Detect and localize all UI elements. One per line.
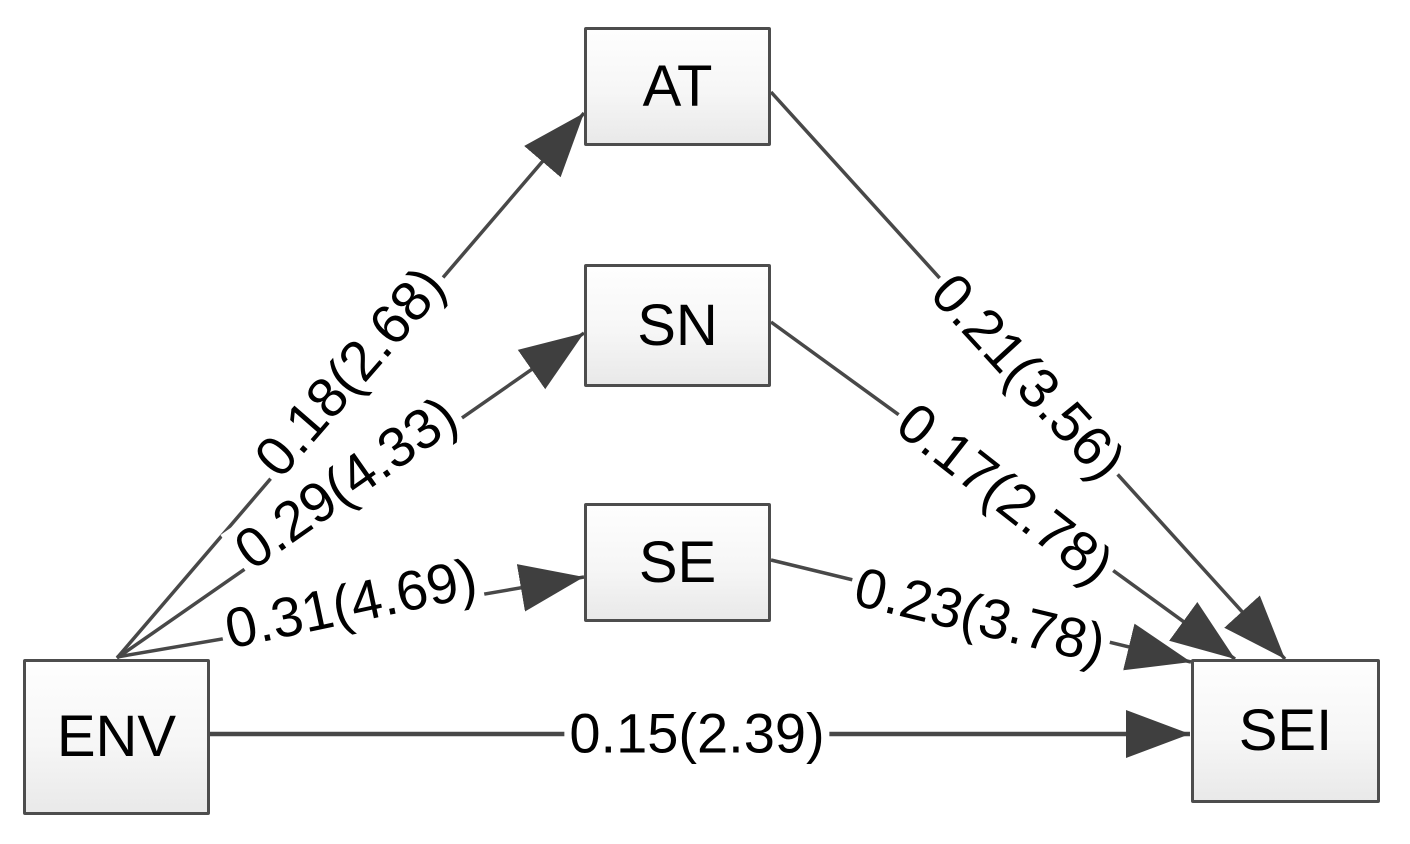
node-sei: SEI (1191, 659, 1380, 803)
node-sei-label: SEI (1238, 698, 1333, 763)
node-sn: SN (584, 264, 771, 387)
node-sn-label: SN (637, 292, 718, 358)
node-se: SE (584, 503, 771, 622)
node-at: AT (584, 27, 771, 146)
node-at-label: AT (642, 53, 713, 119)
edge-label-env-sei: 0.15(2.39) (564, 704, 830, 764)
node-env: ENV (23, 659, 210, 815)
node-env-label: ENV (56, 704, 177, 769)
node-se-label: SE (638, 529, 717, 595)
